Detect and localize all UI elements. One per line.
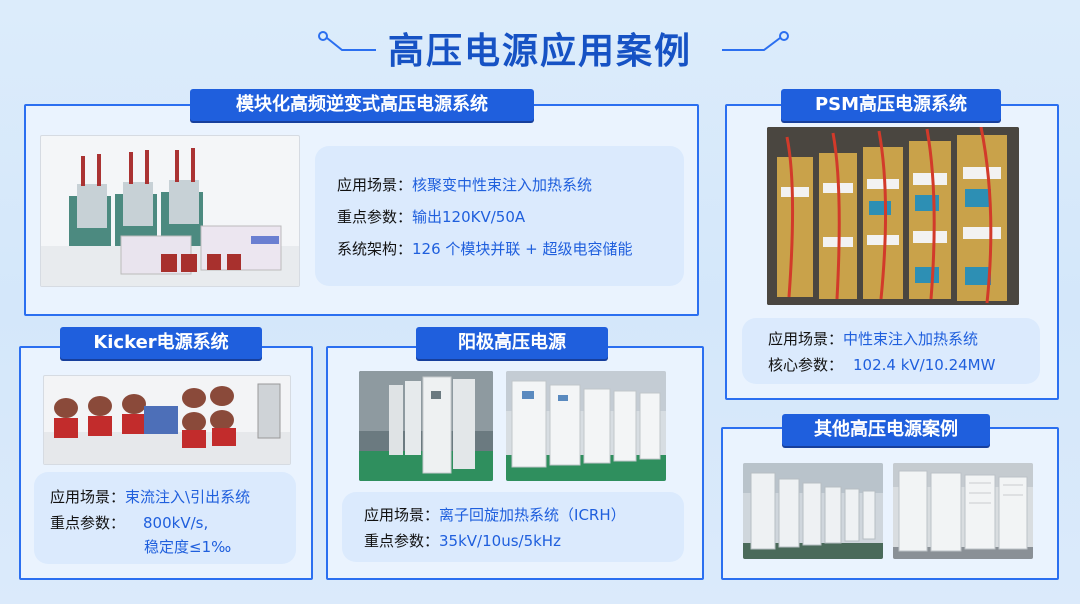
psm-system-info-box: 应用场景：中性束注入加热系统 核心参数： 102.4 kV/10.24MW [742,318,1040,384]
modular-system-rendering-image [40,135,300,287]
psm-cabinets-image [767,127,1019,305]
arch-value: 126 个模块并联 + 超级电容储能 [412,240,633,258]
kicker-system-rendering-image [43,375,291,465]
scene-label: 应用场景： [768,330,844,348]
modular-system-title: 模块化高频逆变式高压电源系统 [190,89,534,121]
param-label: 重点参数： [50,514,126,532]
other-case-image-2 [893,463,1033,559]
arch-label: 系统架构： [337,240,413,258]
other-case-image-1 [743,463,883,559]
param-label: 重点参数： [337,208,413,226]
kicker-system-title: Kicker电源系统 [60,327,262,359]
anode-power-cabinet-image-1 [359,371,493,481]
circuit-line-left-icon [318,31,376,51]
kicker-system-info-box: 应用场景：束流注入\引出系统 重点参数： 800kV/s, 稳定度≤1‰ [34,472,296,564]
circuit-line-right-icon [722,31,789,51]
anode-power-info-box: 应用场景：离子回旋加热系统（ICRH） 重点参数：35kV/10us/5kHz [342,492,684,562]
param-value-line1: 800kV/s, [143,514,209,532]
param-value: 102.4 kV/10.24MW [853,356,996,374]
param-value: 输出120KV/50A [412,208,526,226]
psm-system-title: PSM高压电源系统 [781,89,1001,121]
param-label: 重点参数： [364,532,440,550]
scene-value: 核聚变中性束注入加热系统 [412,176,593,194]
param-value-line2: 稳定度≤1‰ [144,538,232,556]
scene-value: 离子回旋加热系统（ICRH） [439,506,626,524]
param-label: 核心参数： [768,356,844,374]
modular-system-info-box: 应用场景：核聚变中性束注入加热系统 重点参数：输出120KV/50A 系统架构：… [315,146,684,286]
scene-label: 应用场景： [364,506,440,524]
scene-label: 应用场景： [337,176,413,194]
anode-power-cabinet-image-2 [506,371,666,481]
scene-value: 束流注入\引出系统 [125,488,251,506]
page-title: 高压电源应用案例 [387,31,692,72]
other-cases-title: 其他高压电源案例 [782,414,990,446]
scene-value: 中性束注入加热系统 [843,330,979,348]
param-value: 35kV/10us/5kHz [439,532,561,550]
scene-label: 应用场景： [50,488,126,506]
anode-power-title: 阳极高压电源 [416,327,608,359]
